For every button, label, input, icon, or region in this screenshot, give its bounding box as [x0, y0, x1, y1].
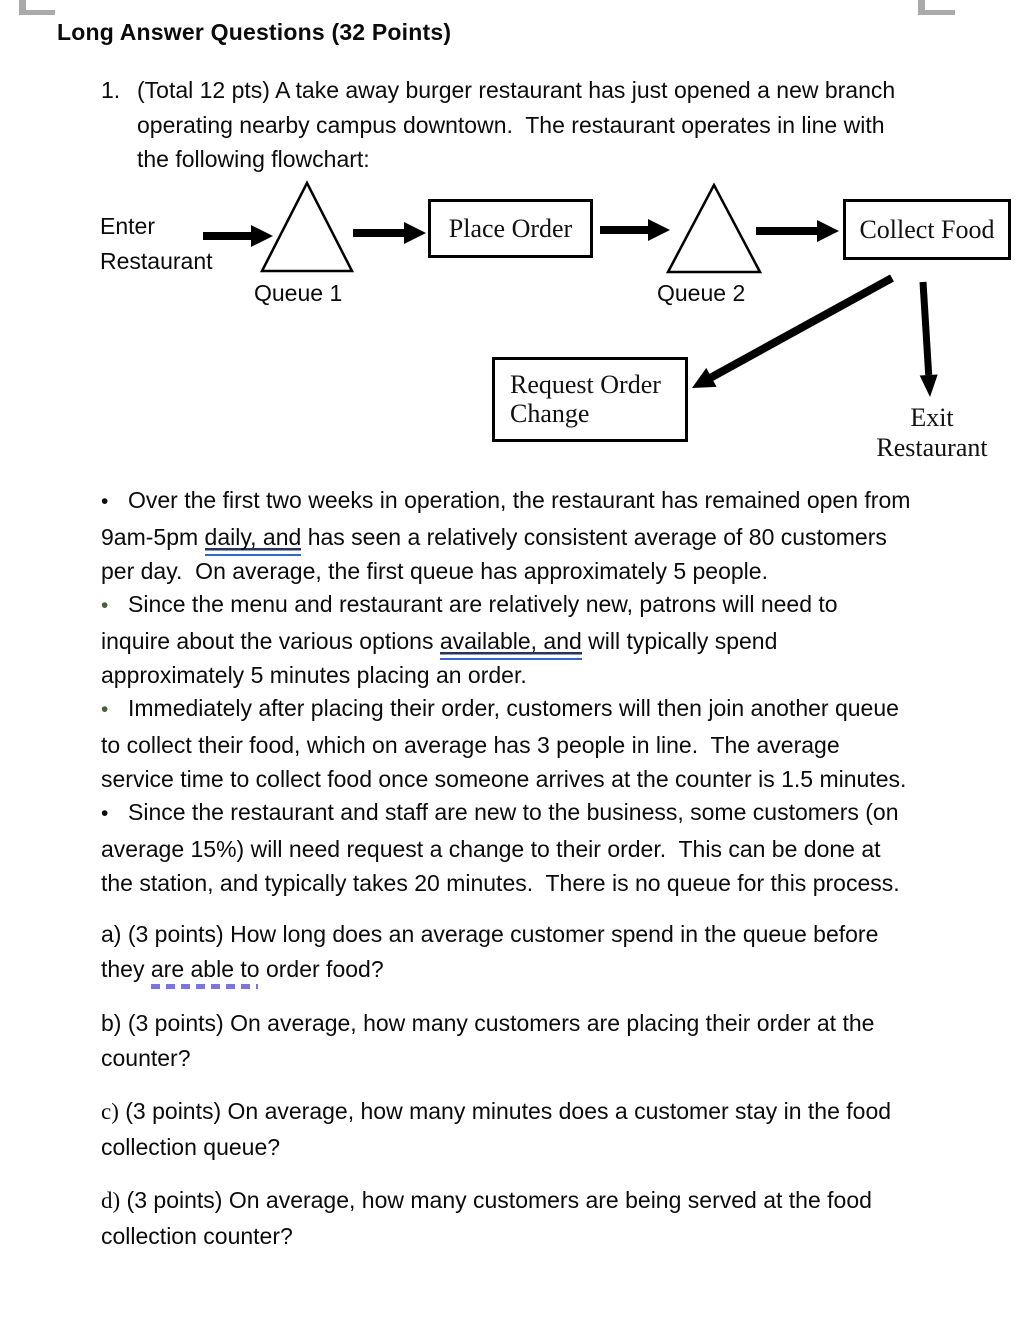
question-c: c) (3 points) On average, how many minut… [101, 1098, 898, 1160]
bullet-item-order-change: •Since the restaurant and staff are new … [101, 799, 905, 897]
arrowhead-enter-to-queue1 [251, 225, 273, 247]
style-underlined-text: are able to [150, 955, 260, 982]
flowchart-graphics [203, 180, 938, 397]
bullet-item-collect-queue: •Immediately after placing their order, … [101, 695, 907, 793]
enter-restaurant-label: Enter Restaurant [100, 213, 213, 274]
bullet-icon: • [101, 802, 109, 825]
grammar-underlined-text: daily, and [204, 523, 302, 556]
bullet-item-open-hours: •Over the first two weeks in operation, … [101, 487, 917, 585]
arrowhead-collect-to-exit [919, 374, 938, 397]
question-1-number: 1. [101, 77, 121, 103]
collect-food-box: Collect Food [843, 199, 1011, 260]
bullet-icon: • [101, 698, 109, 721]
crop-mark-top-left-horizontal [19, 10, 55, 15]
crop-mark-top-right-vertical [918, 0, 925, 15]
queue2-label: Queue 2 [657, 280, 746, 306]
question-d: d) (3 points) On average, how many custo… [101, 1187, 879, 1249]
arrowhead-queue2-to-collect-food [817, 220, 839, 242]
arrow-collect-to-exit [919, 281, 933, 376]
queue1-label: Queue 1 [254, 280, 343, 306]
question-a-prefix: a) [101, 921, 122, 947]
question-d-prefix: d) [101, 1188, 121, 1213]
crop-mark-top-right-horizontal [918, 10, 955, 15]
exit-restaurant-label: Exit Restaurant [876, 403, 988, 462]
bullet-icon: • [101, 594, 109, 617]
bullet-item-order-time: •Since the menu and restaurant are relat… [101, 591, 844, 689]
arrowhead-place-order-to-queue2 [648, 219, 670, 241]
arrowhead-queue1-to-place-order [404, 222, 426, 244]
arrowhead-collect-to-request-change [692, 367, 717, 388]
question-b-prefix: b) [101, 1010, 122, 1036]
question-c-prefix: c) [101, 1099, 119, 1124]
crop-mark-top-left-vertical [19, 0, 26, 15]
question-b: b) (3 points) On average, how many custo… [101, 1010, 881, 1071]
queue2-triangle [665, 182, 763, 274]
question-1-text: (Total 12 pts) A take away burger restau… [137, 77, 902, 173]
place-order-box: Place Order [428, 199, 593, 258]
page-title: Long Answer Questions (32 Points) [57, 19, 452, 45]
question-a: a) (3 points) How long does an average c… [101, 921, 885, 982]
request-order-change-box: Request Order Change [492, 357, 688, 442]
queue1-triangle [259, 180, 355, 273]
arrow-collect-to-request-change [709, 274, 894, 382]
bullet-icon: • [101, 490, 109, 513]
grammar-underlined-text: available, and [439, 627, 582, 660]
question-1-paragraph: 1. (Total 12 pts) A take away burger rest… [101, 73, 919, 177]
